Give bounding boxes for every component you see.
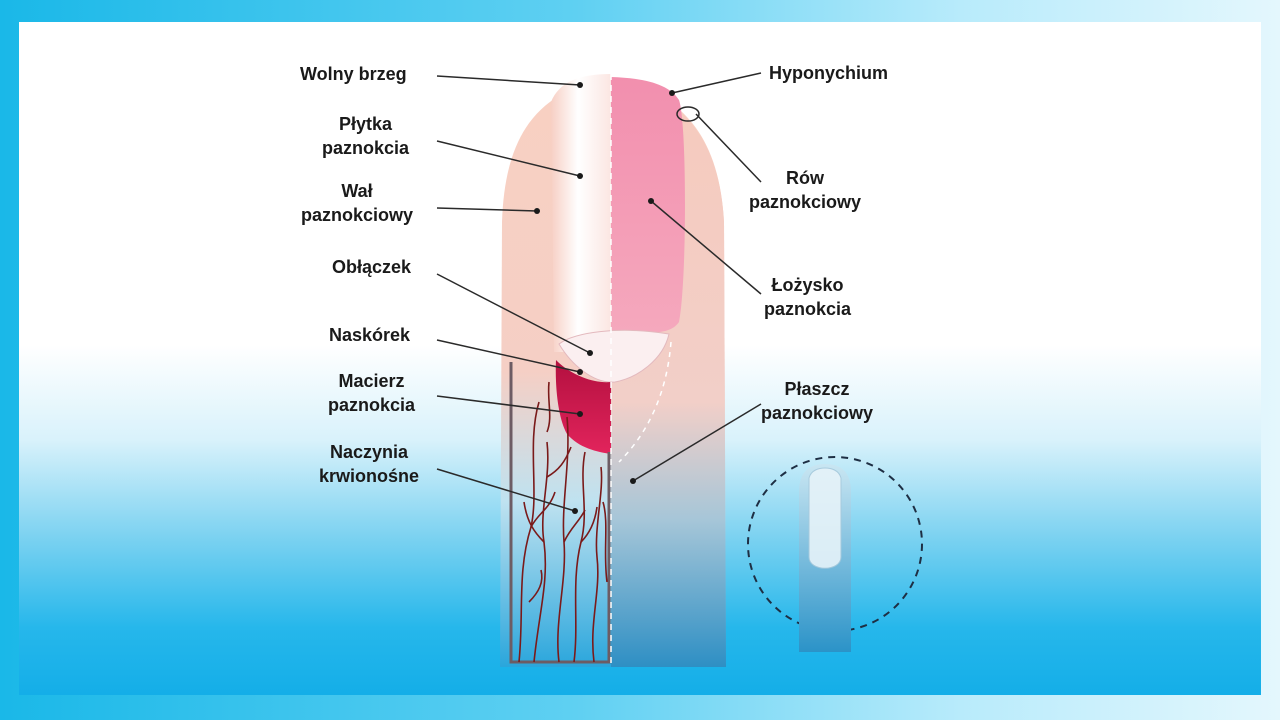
label-nail-fold: Wał paznokciowy <box>301 181 414 225</box>
label-lunula: Obłączek <box>332 257 412 277</box>
vessel-box <box>509 362 611 664</box>
blood-vessels <box>518 381 608 663</box>
label-nail-plate: Płytka paznokcia <box>322 114 410 158</box>
mini-nail <box>808 467 842 569</box>
diagram-panel: Wolny brzeg Płytka paznokcia Wał paznokc… <box>19 22 1261 695</box>
leader-dots <box>534 82 675 514</box>
nail-groove-oval <box>676 106 700 122</box>
fingertip-anatomy-diagram <box>436 72 923 667</box>
label-hyponychium: Hyponychium <box>769 63 889 83</box>
label-nail-bed: Łożysko paznokcia <box>764 275 852 319</box>
label-cuticle: Naskórek <box>329 325 411 345</box>
label-eponychium: Płaszcz paznokciowy <box>761 379 874 423</box>
nail-plate-shape <box>551 74 611 352</box>
label-nail-matrix: Macierz paznokcia <box>328 371 416 415</box>
matrix-shape <box>555 360 611 454</box>
label-free-edge: Wolny brzeg <box>300 64 407 84</box>
lunula-shape <box>558 329 670 383</box>
label-blood-vessels: Naczynia krwionośne <box>319 442 420 486</box>
label-nail-groove: Rów paznokciowy <box>749 168 862 212</box>
leader-lines <box>436 72 762 512</box>
nail-bed-shape <box>611 77 685 333</box>
